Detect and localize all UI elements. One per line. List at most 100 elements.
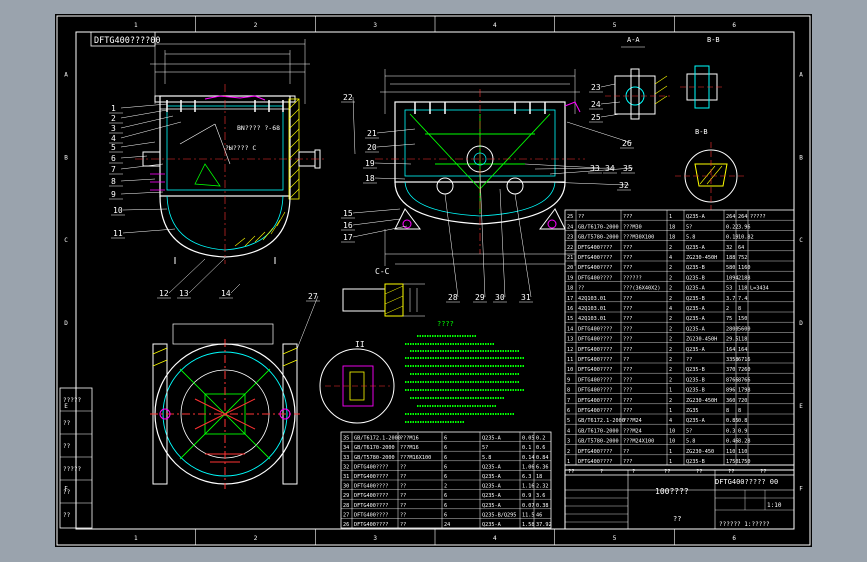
bom-main-cell-mat: Q235-B: [686, 377, 705, 383]
row-right-F: F: [799, 486, 803, 493]
callout-31: 31: [521, 293, 531, 302]
bom-footer-label: ??: [664, 469, 671, 475]
detail-ii-label: II: [355, 340, 365, 349]
bom-main-cell-qty: 2: [669, 275, 672, 281]
bom-main-cell-mat: Q235-A: [686, 316, 706, 322]
bom-main-cell-code: DFTG400????: [578, 347, 612, 353]
bom-secondary-cell-code: DFTG400????: [354, 512, 388, 518]
callout-29: 29: [475, 293, 485, 302]
bom-secondary-cell-no: 34: [343, 445, 349, 451]
bom-main-cell-mat: Q235-B: [686, 367, 705, 373]
bom-main-cell-w1: 8: [726, 408, 729, 414]
zone-bottom-1: 1: [134, 535, 138, 542]
callout-8: 8: [111, 177, 116, 186]
bom-main-cell-code: DFTG400????: [578, 388, 612, 394]
bom-secondary-cell-code: DFTG400????: [354, 522, 388, 528]
bom-secondary-cell-code: GB/T5780-2000: [354, 455, 395, 461]
bom-main-cell-name: ??: [623, 449, 629, 455]
bom-main-cell-name: ???: [623, 377, 632, 383]
bom-secondary-cell-qty: 6: [444, 464, 447, 470]
zone-bottom-5: 5: [613, 535, 617, 542]
bom-main-cell-mat: ZG230-450H: [686, 255, 717, 261]
bom-footer-label: ??: [760, 469, 767, 475]
bom-main-cell-code: GB/T6170-2000: [578, 428, 619, 434]
bom-main-cell-name: ??????: [623, 275, 642, 281]
bom-main-cell-qty: 1: [669, 214, 672, 220]
bom-main-cell-w1: 580: [726, 265, 735, 271]
bom-secondary-cell-w1: 11.5: [522, 512, 535, 518]
section-aa-label: A-A: [627, 36, 640, 44]
bom-secondary-cell-qty: 24: [444, 522, 450, 528]
zone-top-2: 2: [254, 22, 258, 29]
bom-main-cell-no: 14: [567, 326, 573, 332]
title-drawing-no: DFTG400????? 00: [715, 478, 778, 486]
bom-secondary-cell-qty: 6: [444, 503, 447, 509]
callout-17: 17: [343, 233, 353, 242]
bom-main-cell-qty: 2: [669, 326, 672, 332]
bom-main-cell-no: 12: [567, 347, 573, 353]
bom-secondary-cell-name: ??: [400, 512, 406, 518]
revision-label: ??: [63, 489, 71, 496]
bom-main-cell-rem: ?????: [750, 214, 766, 220]
bom-main-cell-no: 8: [567, 388, 570, 394]
bom-main-cell-qty: 1: [669, 388, 672, 394]
callout-35: 35: [623, 164, 633, 173]
callout-20: 20: [367, 143, 377, 152]
bom-secondary-cell-no: 33: [343, 455, 349, 461]
bom-main-cell-mat: ZG230-450H: [686, 337, 717, 343]
bom-secondary-cell-w1: 0.14: [522, 455, 535, 461]
bom-main-cell-no: 15: [567, 316, 573, 322]
bom-main-cell-mat: Q235-B: [686, 296, 705, 302]
bom-main-cell-mat: Q235-A: [686, 286, 706, 292]
bom-secondary-cell-code: DFTG400????: [354, 474, 388, 480]
bom-main-cell-w2: 150: [738, 316, 747, 322]
bom-main-cell-mat: Q235-A: [686, 326, 706, 332]
bom-secondary-cell-qty: 2: [444, 484, 447, 490]
bom-main-cell-code: DFTG400????: [578, 459, 612, 465]
bom-main-cell-w1: 1094: [726, 275, 739, 281]
bom-secondary-cell-name: ??: [400, 522, 406, 528]
bom-secondary-cell-w2: 0.84: [536, 455, 549, 461]
row-left-C: C: [64, 237, 68, 244]
revision-label: ??: [63, 443, 71, 450]
callout-6: 6: [111, 154, 116, 163]
zone-bottom-4: 4: [493, 535, 497, 542]
bom-main-cell-no: 11: [567, 357, 573, 363]
bom-secondary-cell-code: DFTG400????: [354, 464, 388, 470]
detail-ii: [319, 348, 395, 424]
callout-5: 5: [111, 143, 116, 152]
bom-main-cell-qty: 1: [669, 459, 672, 465]
callout-21: 21: [367, 129, 377, 138]
bom-main-cell-mat: Q235-B: [686, 388, 705, 394]
callout-12: 12: [159, 289, 169, 298]
bom-footer-label: ?: [632, 469, 635, 475]
bom-main-cell-w1: 29.5: [726, 337, 739, 343]
row-left-D: D: [64, 320, 68, 327]
title-block: DFTG400????? 00 100???? ?? 1:10 ?????? 1…: [564, 469, 795, 530]
bom-main-cell-name: ???M24X100: [623, 439, 654, 445]
detail-aa: A-A: [605, 36, 670, 120]
bom-main-cell-name: ???: [623, 265, 632, 271]
bom-secondary-cell-w1: 1.58: [522, 522, 535, 528]
bom-main-cell-w1: 360: [726, 398, 735, 404]
bom-main-cell-w1: 8766: [726, 377, 739, 383]
bom-secondary-cell-qty: 6: [444, 436, 447, 442]
bom-main-cell-no: 21: [567, 255, 573, 261]
bom-main-cell-code: DFTG400????: [578, 449, 612, 455]
callout-14: 14: [221, 289, 231, 298]
bom-main-cell-name: ???: [623, 255, 632, 261]
bom-main-cell-name: ???: [623, 367, 632, 373]
callout-1: 1: [111, 104, 116, 113]
bom-main-cell-no: 7: [567, 398, 570, 404]
bom-main-cell-code: DFTG400????: [578, 265, 612, 271]
revision-block: ??????????????????: [59, 387, 93, 529]
